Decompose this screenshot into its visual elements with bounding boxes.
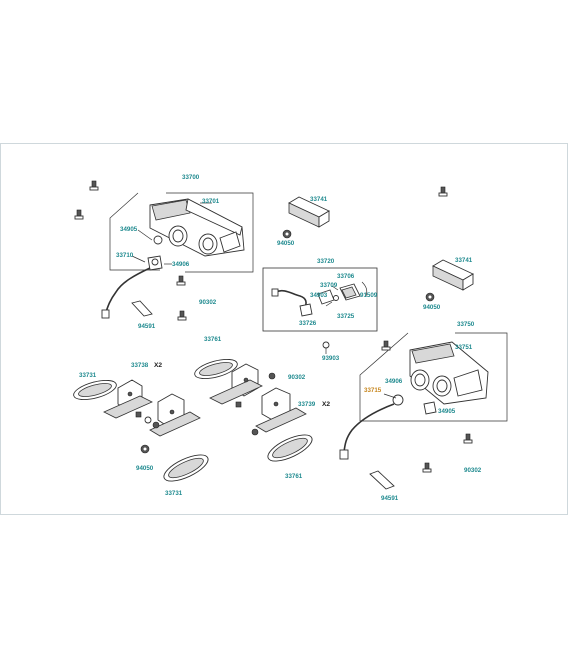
label-33709: 33709 — [320, 282, 338, 289]
bracket-mid-left — [149, 393, 201, 437]
label-33700: 33700 — [182, 174, 200, 181]
label-34903: 34903 — [310, 292, 328, 299]
multiplier-x2: X2 — [322, 401, 330, 408]
label-93903: 93903 — [322, 355, 340, 362]
label-34906: 34906 — [385, 378, 403, 385]
label-33751: 33751 — [455, 344, 473, 351]
label-33706: 33706 — [337, 273, 355, 280]
rubber-strip — [131, 300, 153, 317]
label-94050: 94050 — [277, 240, 295, 247]
label-33701: 33701 — [202, 198, 220, 205]
label-94591: 94591 — [381, 495, 399, 502]
fastener-bolt — [438, 186, 448, 197]
headlight-assembly-left — [101, 192, 254, 319]
label-34906: 34906 — [172, 261, 190, 268]
bracket-center — [209, 363, 276, 408]
nut — [425, 292, 435, 302]
control-unit-parts — [271, 281, 368, 317]
screw — [322, 341, 330, 354]
label-33741: 33741 — [455, 257, 473, 264]
bracket-33738 — [103, 379, 153, 419]
rubber-strip — [369, 470, 395, 490]
label-33741: 33741 — [310, 196, 328, 203]
bolt-stack — [135, 411, 160, 429]
label-33761: 33761 — [204, 336, 222, 343]
fastener-bolt — [89, 180, 99, 191]
label-90302: 90302 — [199, 299, 217, 306]
reflector-top — [288, 196, 330, 228]
nut — [282, 229, 292, 239]
label-94591: 94591 — [138, 323, 156, 330]
label-94050: 94050 — [423, 304, 441, 311]
label-94050: 94050 — [136, 465, 154, 472]
control-unit-box — [262, 267, 378, 332]
label-33715: 33715 — [364, 387, 382, 394]
side-reflector-33731-left — [73, 379, 117, 401]
side-reflector-33761-bottom — [267, 434, 313, 462]
label-33720: 33720 — [317, 258, 335, 265]
fastener-bolt — [177, 310, 187, 321]
side-reflector-33761-top — [194, 358, 238, 380]
label-33739: 33739 — [298, 401, 316, 408]
label-33738: 33738 — [131, 362, 149, 369]
label-91509: 91509 — [360, 292, 378, 299]
label-33710: 33710 — [116, 252, 134, 259]
label-33725: 33725 — [337, 313, 355, 320]
side-reflector-33731-bottom — [163, 454, 209, 482]
label-90302: 90302 — [288, 374, 306, 381]
reflector-right — [432, 259, 474, 291]
diagram-frame — [0, 143, 568, 515]
label-33761: 33761 — [285, 473, 303, 480]
label-34905: 34905 — [120, 226, 138, 233]
multiplier-x2: X2 — [154, 362, 162, 369]
bracket-33739 — [251, 387, 307, 436]
fastener-bolt — [74, 209, 84, 220]
label-34905: 34905 — [438, 408, 456, 415]
fastener-bolt — [422, 462, 432, 473]
fastener-bolt — [381, 340, 391, 351]
fastener-bolt — [463, 433, 473, 444]
label-90302: 90302 — [464, 467, 482, 474]
label-33726: 33726 — [299, 320, 317, 327]
headlight-assembly-right — [339, 332, 508, 460]
nut — [140, 444, 150, 454]
fastener-bolt — [176, 275, 186, 286]
label-33750: 33750 — [457, 321, 475, 328]
label-33731: 33731 — [79, 372, 97, 379]
label-33731: 33731 — [165, 490, 183, 497]
